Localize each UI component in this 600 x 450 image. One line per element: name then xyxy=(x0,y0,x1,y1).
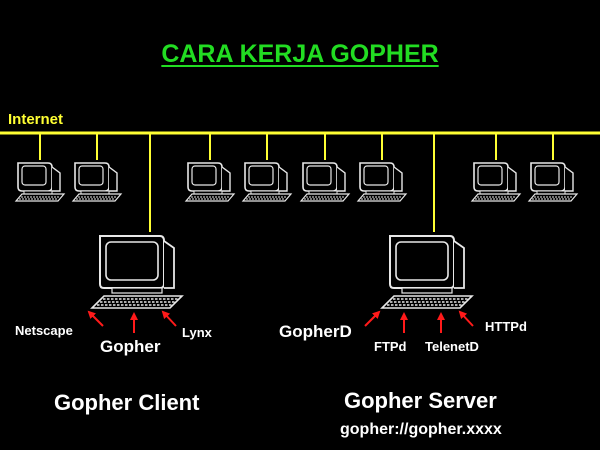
internet-label: Internet xyxy=(8,111,64,128)
gopherd-label: GopherD xyxy=(279,322,352,341)
gopher-client-computer xyxy=(91,235,183,309)
workstation-computer xyxy=(471,162,521,202)
httpd-label: HTTPd xyxy=(485,319,527,334)
arrows-group xyxy=(87,310,474,333)
red-arrow xyxy=(458,310,474,327)
netscape-label: Netscape xyxy=(15,323,73,338)
gopher-url-label: gopher://gopher.xxxx xyxy=(340,421,502,438)
lynx-label: Lynx xyxy=(182,325,212,340)
workstation-computer xyxy=(185,162,235,202)
red-arrow xyxy=(161,310,177,327)
workstation-computer xyxy=(242,162,292,202)
workstation-computer xyxy=(15,162,65,202)
workstation-computer xyxy=(528,162,578,202)
workstation-computer xyxy=(72,162,122,202)
page-title: CARA KERJA GOPHER xyxy=(161,40,439,68)
telenetd-label: TelenetD xyxy=(425,339,479,354)
computers-group xyxy=(15,162,578,309)
workstation-computer xyxy=(357,162,407,202)
gopher-client-heading: Gopher Client xyxy=(54,390,200,415)
workstation-computer xyxy=(300,162,350,202)
gopher-label: Gopher xyxy=(100,337,161,356)
gopher-server-computer xyxy=(381,235,473,309)
red-arrow xyxy=(87,310,104,327)
network-bus-group xyxy=(0,131,600,232)
ftpd-label: FTPd xyxy=(374,339,407,354)
gopher-server-heading: Gopher Server xyxy=(344,388,497,413)
red-arrow xyxy=(364,310,381,327)
